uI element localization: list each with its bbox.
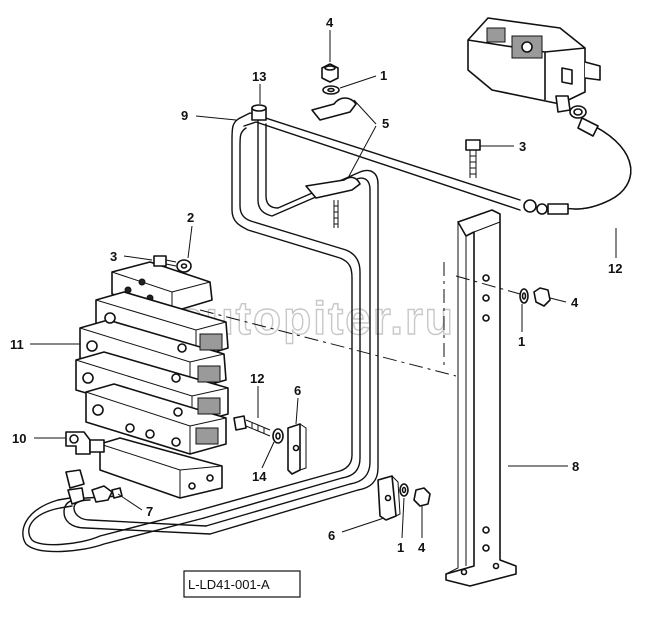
bolt-icon [233, 415, 271, 437]
callout-7: 7 [146, 504, 153, 519]
control-valve-block-icon [75, 261, 229, 499]
callout-3-left: 3 [110, 249, 117, 264]
hydraulic-hose-icon [523, 117, 632, 215]
bolt-icon [153, 255, 177, 267]
callout-11: 11 [10, 337, 24, 352]
callout-5: 5 [382, 116, 389, 131]
callout-8: 8 [572, 459, 579, 474]
washer-icon [272, 428, 284, 444]
center-lines [199, 262, 521, 377]
washer-icon [519, 288, 529, 304]
washer-icon [176, 259, 192, 273]
callout-6-bottom: 6 [328, 528, 335, 543]
callout-1-top: 1 [380, 68, 387, 83]
callout-6-top: 6 [294, 383, 301, 398]
callout-2: 2 [187, 210, 194, 225]
callout-9: 9 [181, 108, 188, 123]
drawing-code-box: L-LD41-001-A [183, 570, 301, 598]
nut-icon [533, 287, 551, 307]
pipe-clamp-icon [305, 97, 361, 228]
elbow-fitting-icon [65, 431, 105, 455]
hydraulic-pipes [22, 112, 521, 553]
callout-3-right: 3 [519, 139, 526, 154]
washer-icon [399, 483, 409, 497]
pipe-clamp-icon [287, 423, 307, 475]
nut-icon [321, 63, 339, 83]
callout-1-right: 1 [518, 334, 525, 349]
callout-12-mid: 12 [250, 371, 264, 386]
bolt-icon [465, 139, 481, 178]
callout-12-right: 12 [608, 261, 622, 276]
pipe-fitting-7 [65, 469, 123, 505]
washer-icon [322, 85, 340, 95]
hydraulic-pump-icon [467, 17, 601, 119]
drawing-code: L-LD41-001-A [188, 577, 270, 592]
callout-1-bottom: 1 [397, 540, 404, 555]
nut-icon [413, 487, 431, 507]
callout-10: 10 [12, 431, 26, 446]
pipe-clamp-icon [377, 475, 401, 521]
callout-labels: 4 1 13 9 5 3 2 3 11 12 4 1 8 12 6 10 14 … [10, 15, 622, 555]
leader-lines [30, 30, 617, 539]
callout-4-bottom: 4 [418, 540, 426, 555]
pipe-fitting-top [251, 104, 267, 121]
callout-14: 14 [252, 469, 267, 484]
callout-4-top: 4 [326, 15, 334, 30]
callout-4-right: 4 [571, 295, 579, 310]
mounting-bracket-icon [445, 209, 517, 587]
callout-13: 13 [252, 69, 266, 84]
